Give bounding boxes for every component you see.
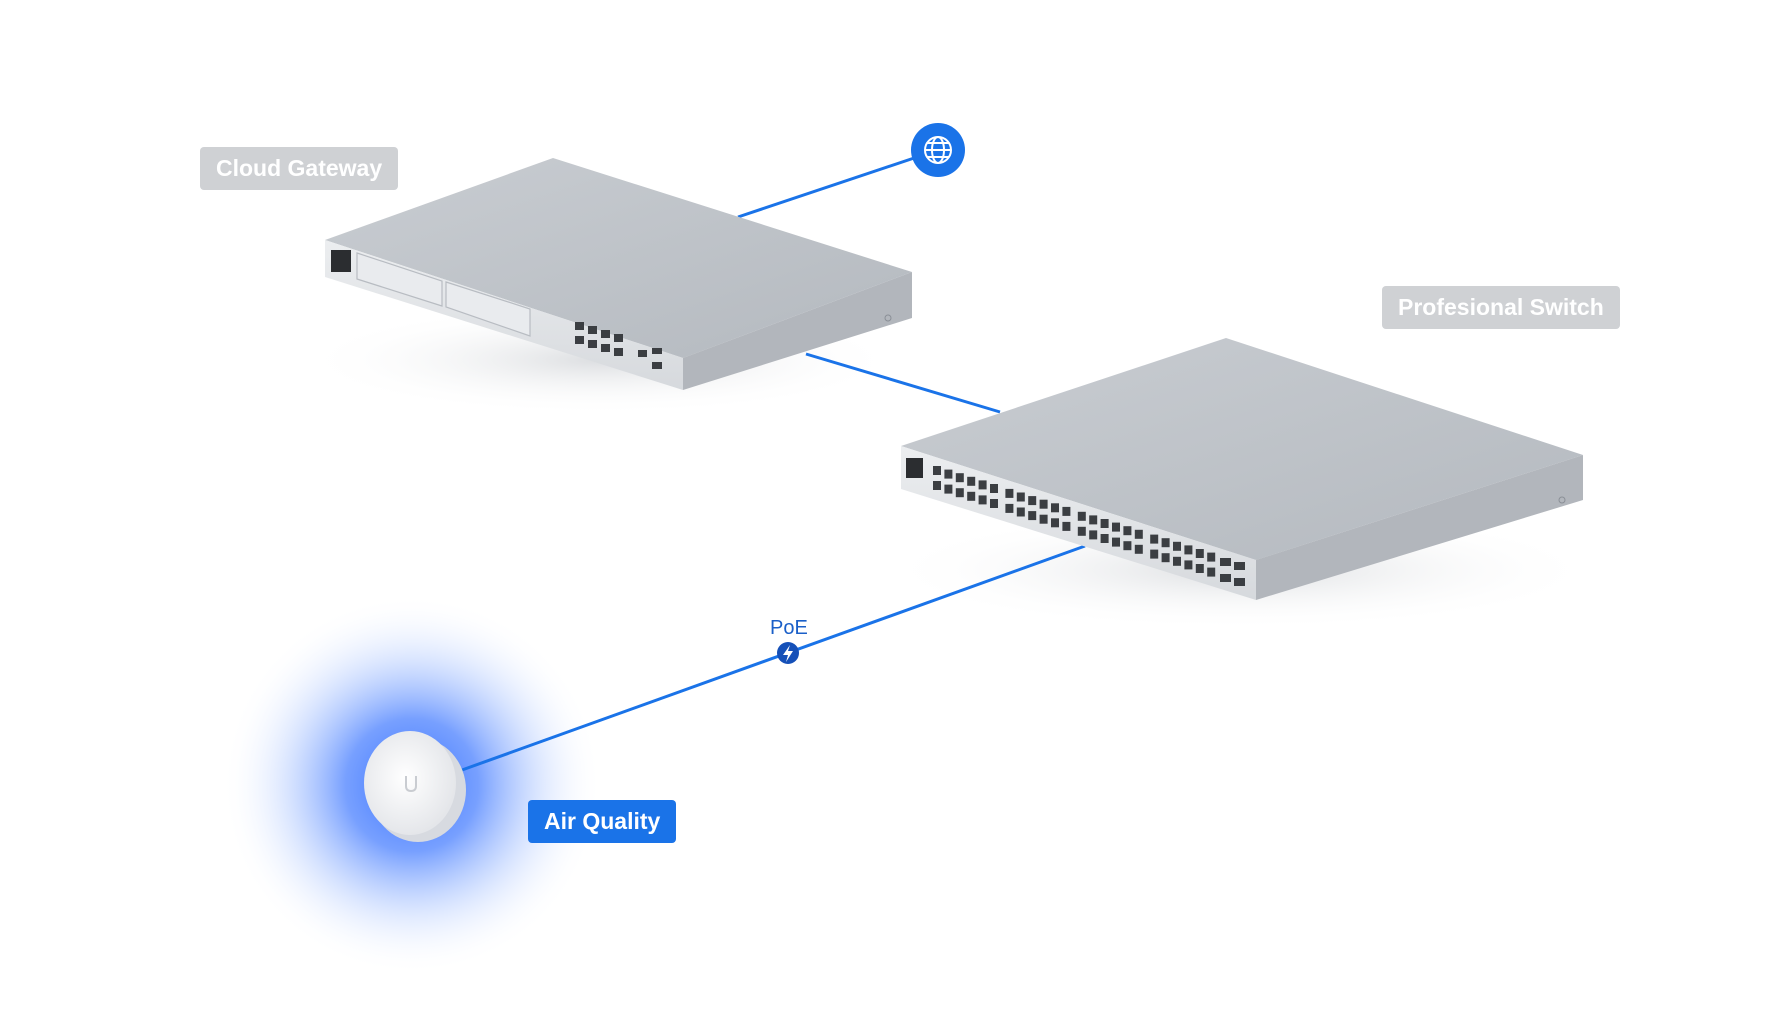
switch-device[interactable]	[901, 338, 1583, 600]
switch-sfp-ports-icon	[1220, 558, 1245, 586]
gateway-drive-bay-2	[445, 281, 531, 337]
poe-label: PoE	[770, 617, 808, 639]
sensor-face	[364, 731, 456, 835]
gateway-power-icon	[331, 250, 351, 272]
gateway-top	[325, 158, 912, 358]
gateway-drive-bay-1	[356, 252, 443, 307]
air-quality-label[interactable]: Air Quality	[528, 800, 677, 843]
ubiquiti-logo-icon	[405, 776, 417, 793]
internet-node[interactable]	[911, 123, 965, 177]
gateway-led-icon	[884, 314, 892, 322]
poe-link	[461, 544, 1086, 772]
switch-led-icon	[1558, 496, 1566, 504]
gateway-ports-icon	[575, 322, 662, 369]
poe-node	[777, 642, 799, 664]
gateway-switch-link	[805, 352, 1001, 414]
cloud-gateway-device[interactable]	[325, 158, 912, 390]
gateway-side	[683, 272, 912, 390]
switch-ports-icon	[933, 466, 1216, 577]
switch-label: Profesional Switch	[1382, 286, 1620, 329]
lightning-bolt-icon	[783, 645, 793, 662]
globe-icon	[924, 136, 952, 164]
switch-top	[901, 338, 1583, 560]
air-quality-sensor[interactable]	[364, 731, 466, 842]
switch-side	[1256, 455, 1583, 600]
internet-link	[737, 148, 939, 219]
cloud-gateway-label: Cloud Gateway	[200, 147, 399, 190]
switch-power-icon	[906, 458, 923, 478]
